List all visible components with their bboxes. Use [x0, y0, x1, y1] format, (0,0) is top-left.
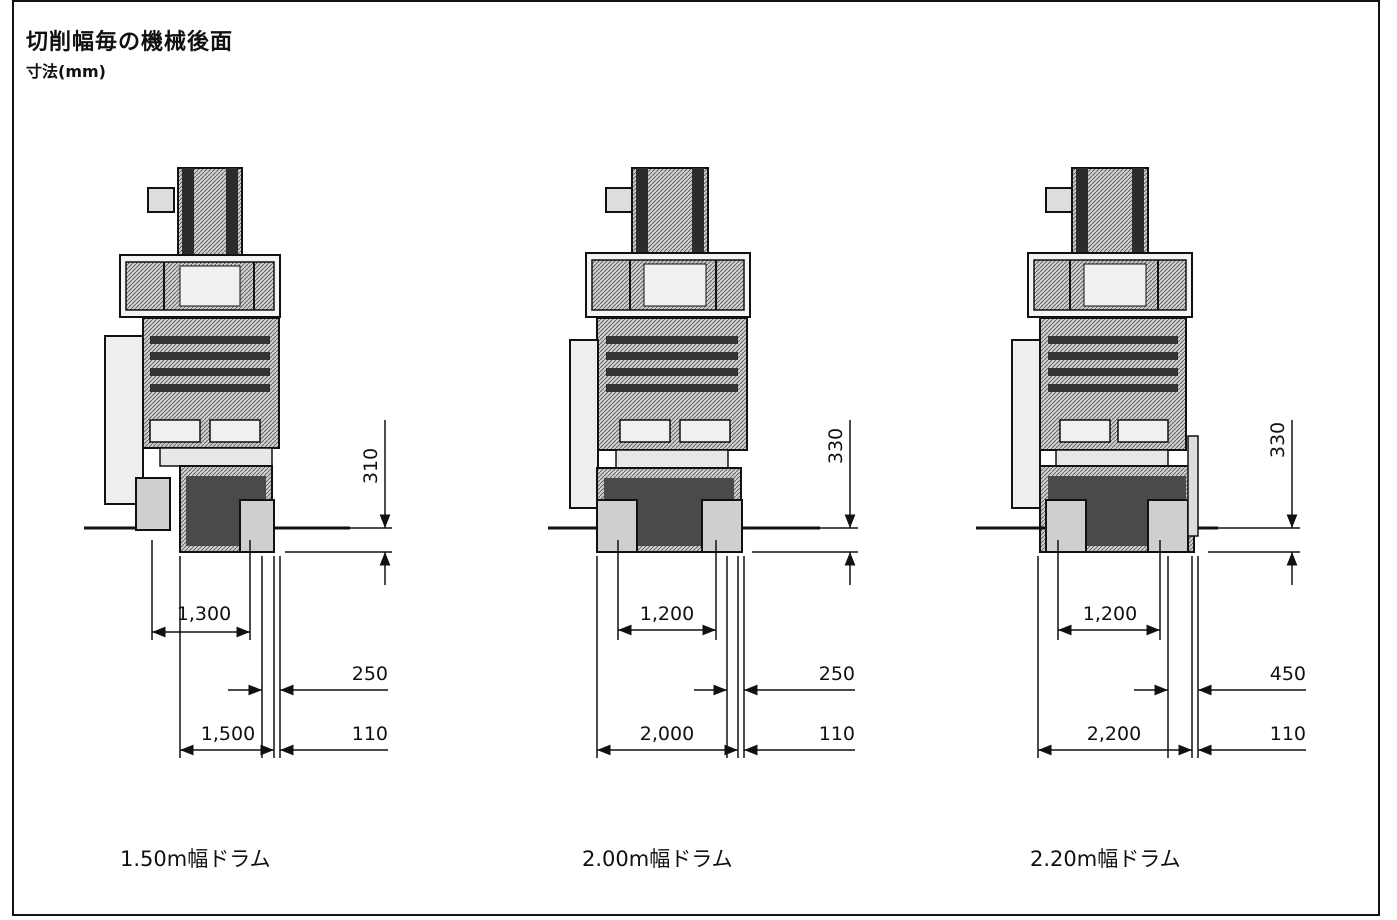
panel-1: 310 1,300 250 1,500 110 1.50m幅ドラム: [84, 167, 392, 871]
unit-note: 寸法(mm): [26, 62, 106, 81]
inner-width-dim-label-1: 1,300: [177, 603, 231, 625]
dimension-lines-3: [1037, 420, 1306, 758]
offset-dim-label-1: 250: [352, 663, 388, 685]
panel-3: 330 1,200 450 2,200 110 2.20m幅ドラム: [976, 167, 1306, 871]
page-title: 切削幅毎の機械後面: [26, 30, 234, 55]
side-dim-label-3: 110: [1270, 723, 1306, 745]
offset-dim-label-2: 250: [819, 663, 855, 685]
machine-rear-view-3: [1011, 167, 1199, 553]
drum-width-dim-label-1: 1,500: [201, 723, 255, 745]
height-dim-label-3: 330: [1267, 422, 1289, 458]
drum-caption-3: 2.20m幅ドラム: [1030, 847, 1181, 871]
height-dim-label-1: 310: [360, 448, 382, 484]
panel-2: 330 1,200 250 2,000 110 2.00m幅ドラム: [548, 167, 858, 871]
side-dim-label-2: 110: [819, 723, 855, 745]
dimension-lines-1: [151, 420, 392, 758]
diagram-frame: [12, 0, 1380, 916]
offset-dim-label-3: 450: [1270, 663, 1306, 685]
height-dim-label-2: 330: [825, 428, 847, 464]
drum-width-dim-label-3: 2,200: [1087, 723, 1141, 745]
drum-caption-1: 1.50m幅ドラム: [120, 847, 271, 871]
machine-rear-view-2: [569, 167, 751, 553]
machine-rear-view-1: [104, 167, 281, 553]
inner-width-dim-label-3: 1,200: [1083, 603, 1137, 625]
drum-width-dim-label-2: 2,000: [640, 723, 694, 745]
drum-caption-2: 2.00m幅ドラム: [582, 847, 733, 871]
side-dim-label-1: 110: [352, 723, 388, 745]
inner-width-dim-label-2: 1,200: [640, 603, 694, 625]
dimension-lines-2: [596, 420, 858, 758]
